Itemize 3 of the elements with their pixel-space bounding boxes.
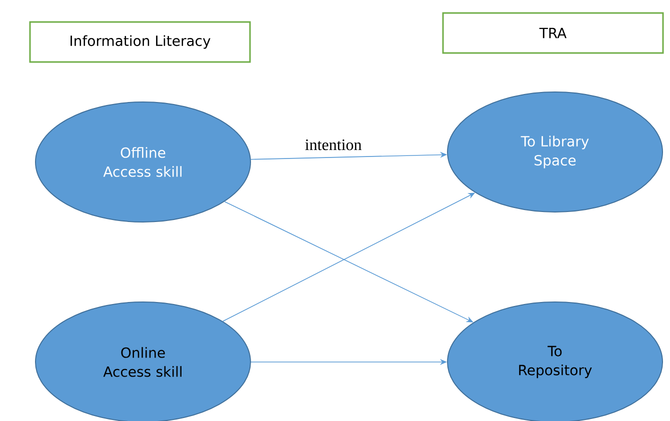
title-box: Information Literacy [29,21,251,63]
title-box: TRA [442,12,664,54]
edge-label: intention [304,138,363,152]
